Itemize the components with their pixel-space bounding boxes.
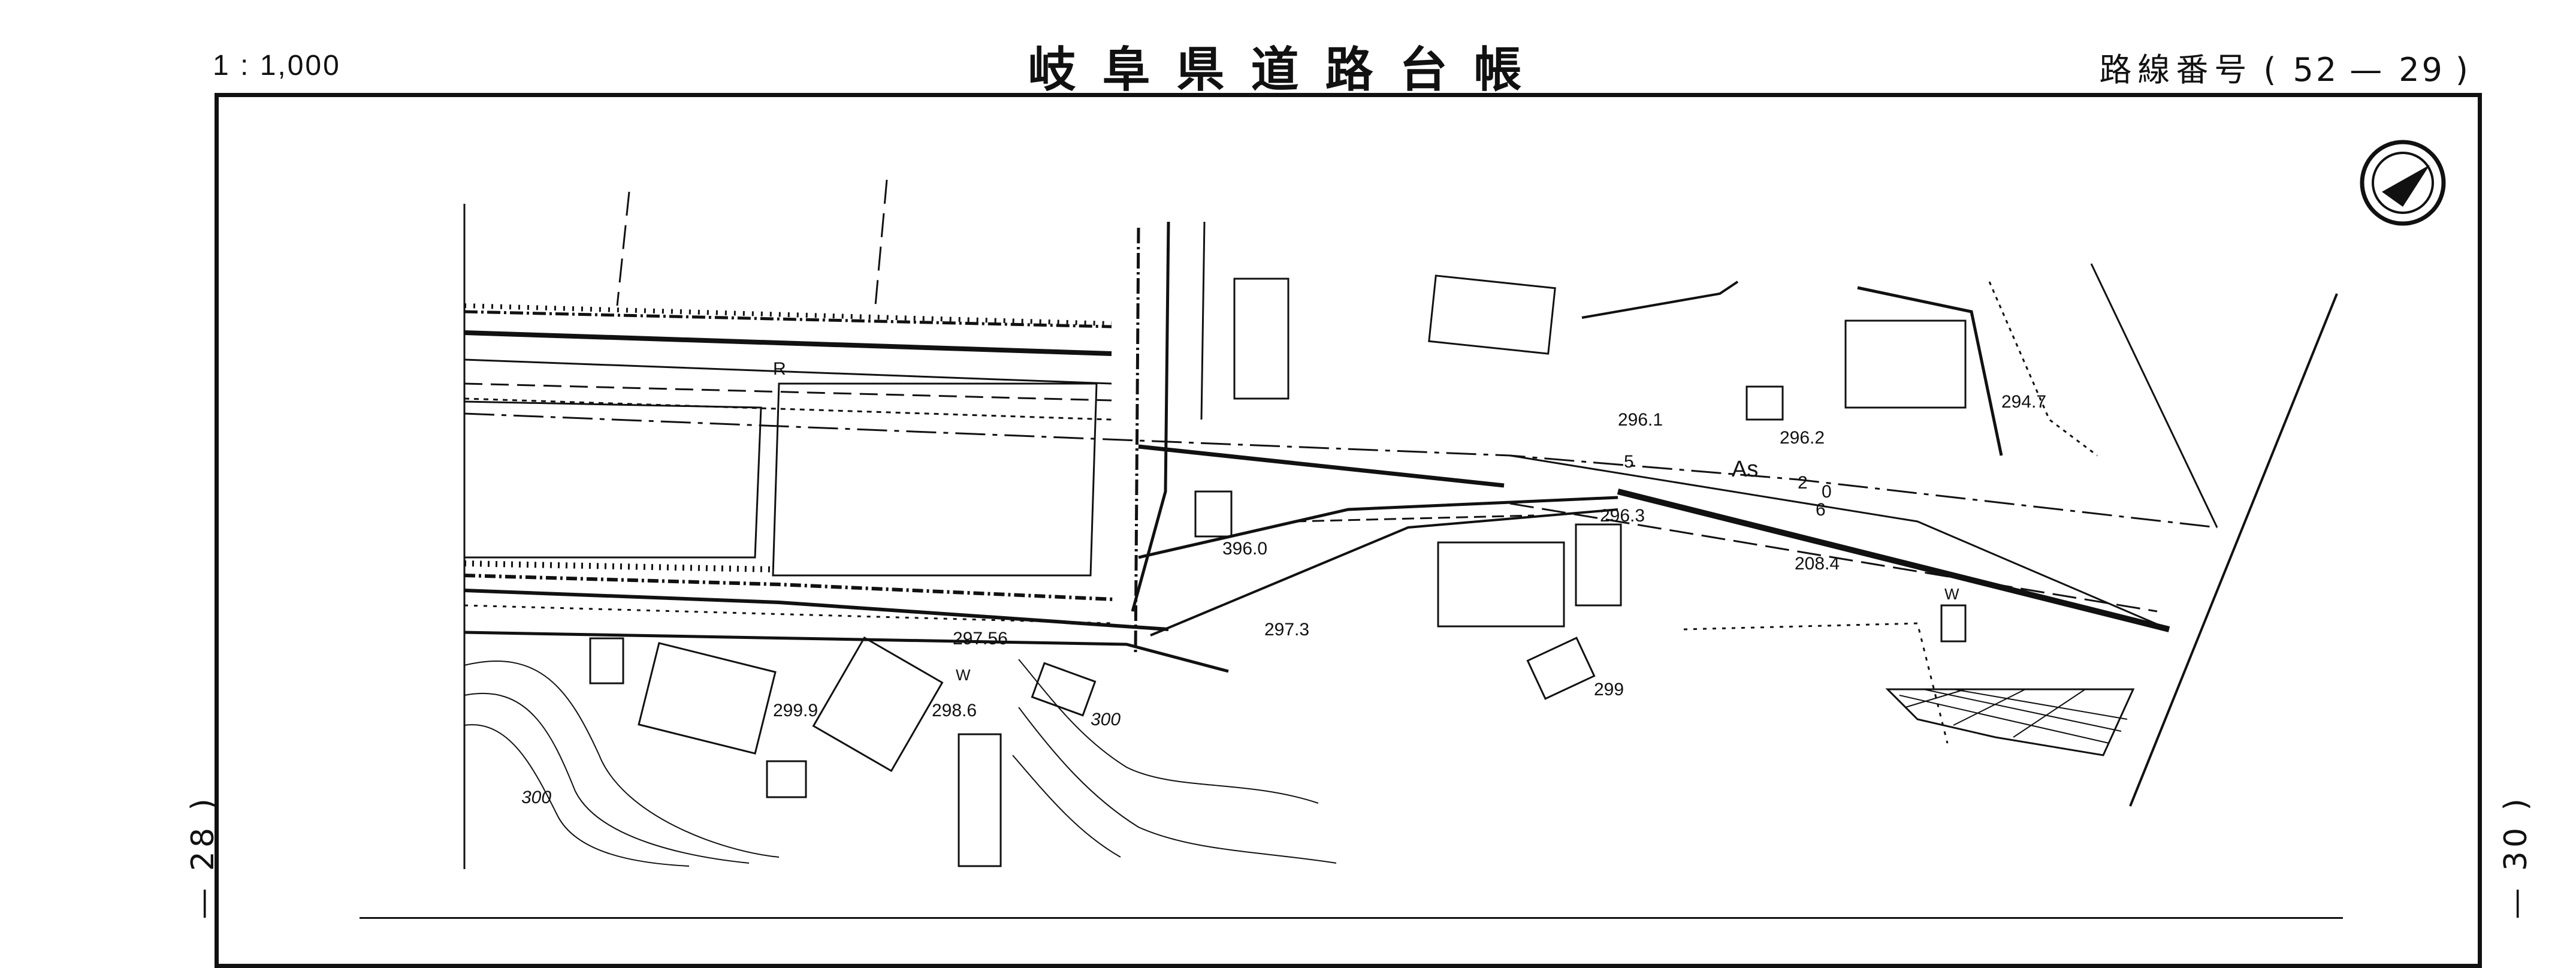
marker-w: W	[956, 666, 971, 684]
road-map: R As 296.1 296.2 294.7 296.3 396.0 208.4…	[463, 140, 2446, 869]
elevation-label: 294.7	[2001, 392, 2046, 412]
parcel-line	[616, 191, 630, 306]
route-open-paren: (	[2263, 51, 2282, 89]
contour	[464, 661, 780, 858]
north-arrow-icon	[2360, 140, 2446, 226]
elevation-label: 208.4	[1795, 554, 1840, 574]
river-bank	[1857, 286, 2003, 456]
contour	[1018, 707, 1337, 864]
building	[638, 642, 777, 755]
building	[1194, 490, 1233, 538]
road-edge	[464, 382, 1112, 402]
road-edge	[464, 631, 1229, 673]
road-edge	[464, 574, 1115, 601]
fence-line	[464, 560, 774, 572]
road-edge	[464, 604, 1115, 625]
building	[1575, 523, 1622, 607]
elevation-label: 296.3	[1600, 506, 1645, 526]
asphalt-label: As	[1732, 457, 1758, 482]
marker-w: W	[1944, 585, 1959, 603]
marker-digit: 5	[1624, 452, 1634, 472]
building	[1745, 385, 1784, 421]
building	[1031, 662, 1097, 717]
map-linework	[463, 179, 2338, 869]
route-number: 52	[2293, 51, 2339, 89]
road-edge	[464, 330, 1112, 356]
route-sub-number: 29	[2399, 51, 2445, 89]
side-road	[1200, 221, 1206, 420]
hatched-area	[1885, 688, 2135, 756]
building	[1233, 278, 1289, 400]
bottom-rule	[360, 917, 2343, 919]
elevation-label: 299	[1594, 680, 1624, 699]
road-edge	[464, 589, 1169, 631]
contour-label: 300	[1091, 710, 1121, 729]
building	[1940, 604, 1967, 643]
contour	[464, 692, 750, 864]
building	[766, 760, 807, 798]
road-edge-main	[1617, 488, 2170, 632]
side-road	[1131, 221, 1170, 612]
route-label: 路線番号	[2099, 51, 2253, 89]
contour	[1018, 659, 1319, 804]
road-edge	[464, 310, 1112, 328]
marker-digit: 0	[1822, 482, 1832, 502]
elevation-label: 297.56	[953, 629, 1008, 649]
route-close-paren: )	[2455, 51, 2474, 89]
building	[589, 637, 624, 684]
connector-road	[1294, 514, 1535, 523]
connector-road	[1138, 496, 1618, 559]
map-boundary-right	[2129, 293, 2338, 807]
building	[812, 636, 944, 773]
scale-label: 1 : 1,000	[213, 50, 341, 82]
contour	[1012, 755, 1121, 858]
elevation-label: 299.9	[773, 701, 818, 720]
fence-line	[464, 303, 1112, 326]
elevation-label: 396.0	[1222, 539, 1267, 559]
map-labels: R As 296.1 296.2 294.7 296.3 396.0 208.4…	[521, 359, 2046, 807]
elevation-label: 298.6	[932, 701, 977, 720]
page-number-left: — 28 )	[185, 795, 221, 919]
route-number-block: 路線番号 ( 52 — 29 )	[2099, 43, 2474, 91]
road-edge	[464, 397, 1112, 421]
building	[1526, 637, 1596, 700]
elevation-label: 296.2	[1780, 428, 1825, 448]
route-dash: —	[2349, 51, 2388, 89]
building	[1844, 319, 1967, 409]
marker-digit: 6	[1816, 500, 1826, 520]
parcel-line	[1683, 622, 1949, 744]
parcel	[772, 382, 1098, 577]
page-title: 岐阜県道路台帳	[1028, 42, 1548, 98]
elevation-label: 297.3	[1264, 620, 1309, 640]
marker-digit: 2	[1798, 473, 1808, 493]
page-number-right: — 30 )	[2498, 795, 2534, 919]
parcel-line	[1988, 281, 2098, 457]
road-edge	[1509, 502, 2158, 613]
road-edge	[1138, 444, 1505, 488]
side-road	[1134, 227, 1140, 654]
road-marker-r: R	[773, 359, 786, 379]
boundary-line	[2090, 263, 2218, 528]
contour-label: 300	[521, 788, 551, 807]
contour	[464, 724, 690, 867]
hatching	[1899, 689, 2128, 744]
building	[958, 733, 1002, 867]
road-edge	[464, 358, 1112, 385]
connector-road	[1150, 508, 1618, 637]
elevation-label: 296.1	[1618, 410, 1663, 430]
parcel-line	[874, 179, 888, 312]
building	[1428, 275, 1556, 355]
parcel-line	[1581, 281, 1739, 319]
parcel	[464, 400, 762, 559]
building	[1437, 541, 1565, 628]
road-edge	[1509, 454, 2170, 631]
